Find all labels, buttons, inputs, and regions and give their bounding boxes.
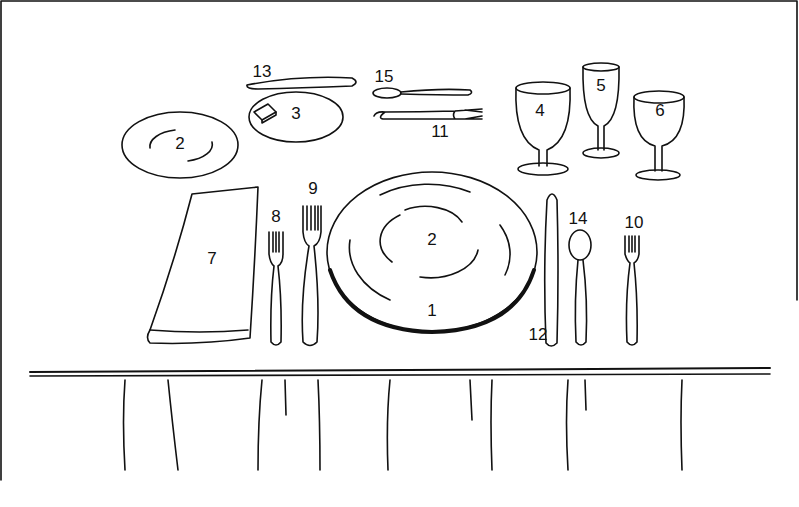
callout-number: 7 [207, 250, 216, 267]
glass-bowl [516, 88, 570, 166]
table-edge [30, 368, 770, 372]
tablecloth [30, 368, 770, 470]
callout-number: 10 [625, 214, 644, 231]
dinner-fork [302, 206, 321, 346]
callout-number: 5 [596, 77, 605, 94]
side-plate-rim [122, 112, 238, 178]
callout-number: 8 [271, 208, 280, 225]
glass-bowl [634, 97, 684, 171]
wine-glass [583, 63, 619, 158]
glass-bowl [583, 67, 619, 150]
fork-outline [374, 109, 482, 119]
callout-number: 1 [427, 302, 436, 319]
glass-base [636, 170, 680, 180]
spoon-bowl [569, 230, 591, 260]
soup-spoon [569, 230, 591, 345]
fork-tines [273, 232, 279, 252]
plate-ring [380, 215, 400, 262]
callout-number: 2 [175, 135, 184, 152]
plate-ring [380, 184, 470, 195]
salad-fork [269, 232, 283, 345]
plate-ring [420, 250, 478, 278]
spoon-handle [575, 260, 586, 345]
side-plate-ring [188, 142, 212, 161]
fork-outline [625, 236, 639, 345]
oyster-fork [625, 236, 639, 345]
fork-outline [269, 232, 283, 345]
callout-number: 12 [529, 326, 548, 343]
callout-number: 13 [253, 63, 272, 80]
service-plate [327, 172, 537, 332]
callout-number: 15 [375, 68, 394, 85]
callout-number: 6 [655, 102, 664, 119]
glass-rim [583, 63, 619, 71]
spoon-bowl [373, 88, 401, 98]
bread-plate-rim [249, 92, 343, 142]
side-plate-ring [150, 130, 175, 148]
dinner-knife [545, 194, 558, 346]
wine-glass [634, 91, 684, 180]
spoon-handle [401, 89, 472, 95]
napkin-fold [150, 330, 248, 332]
callout-number: 4 [535, 102, 544, 119]
charger-shadow [330, 270, 534, 332]
callout-number: 14 [569, 210, 588, 227]
frame [1, 1, 797, 480]
plate-ring [349, 240, 390, 300]
callout-number: 2 [427, 231, 436, 248]
fork-tines [629, 236, 635, 252]
table-edge [30, 374, 770, 376]
fork-tines [307, 206, 318, 230]
charger-plate [327, 172, 537, 332]
callout-number: 9 [308, 180, 317, 197]
glass-base [583, 148, 619, 158]
dessert-spoon [373, 88, 472, 98]
fork-outline [302, 206, 321, 346]
dessert-fork [374, 109, 482, 119]
bread-plate [249, 92, 343, 142]
napkin [148, 187, 259, 343]
side-plate [122, 112, 238, 178]
water-goblet [516, 82, 570, 175]
plate-ring [405, 206, 462, 222]
callout-number: 11 [431, 123, 449, 140]
butter-pat [262, 112, 276, 123]
callout-number: 3 [291, 105, 300, 122]
cloth-drape [124, 380, 683, 470]
plate-ring [500, 225, 510, 275]
glass-base [518, 163, 568, 175]
glass-rim [516, 82, 570, 94]
